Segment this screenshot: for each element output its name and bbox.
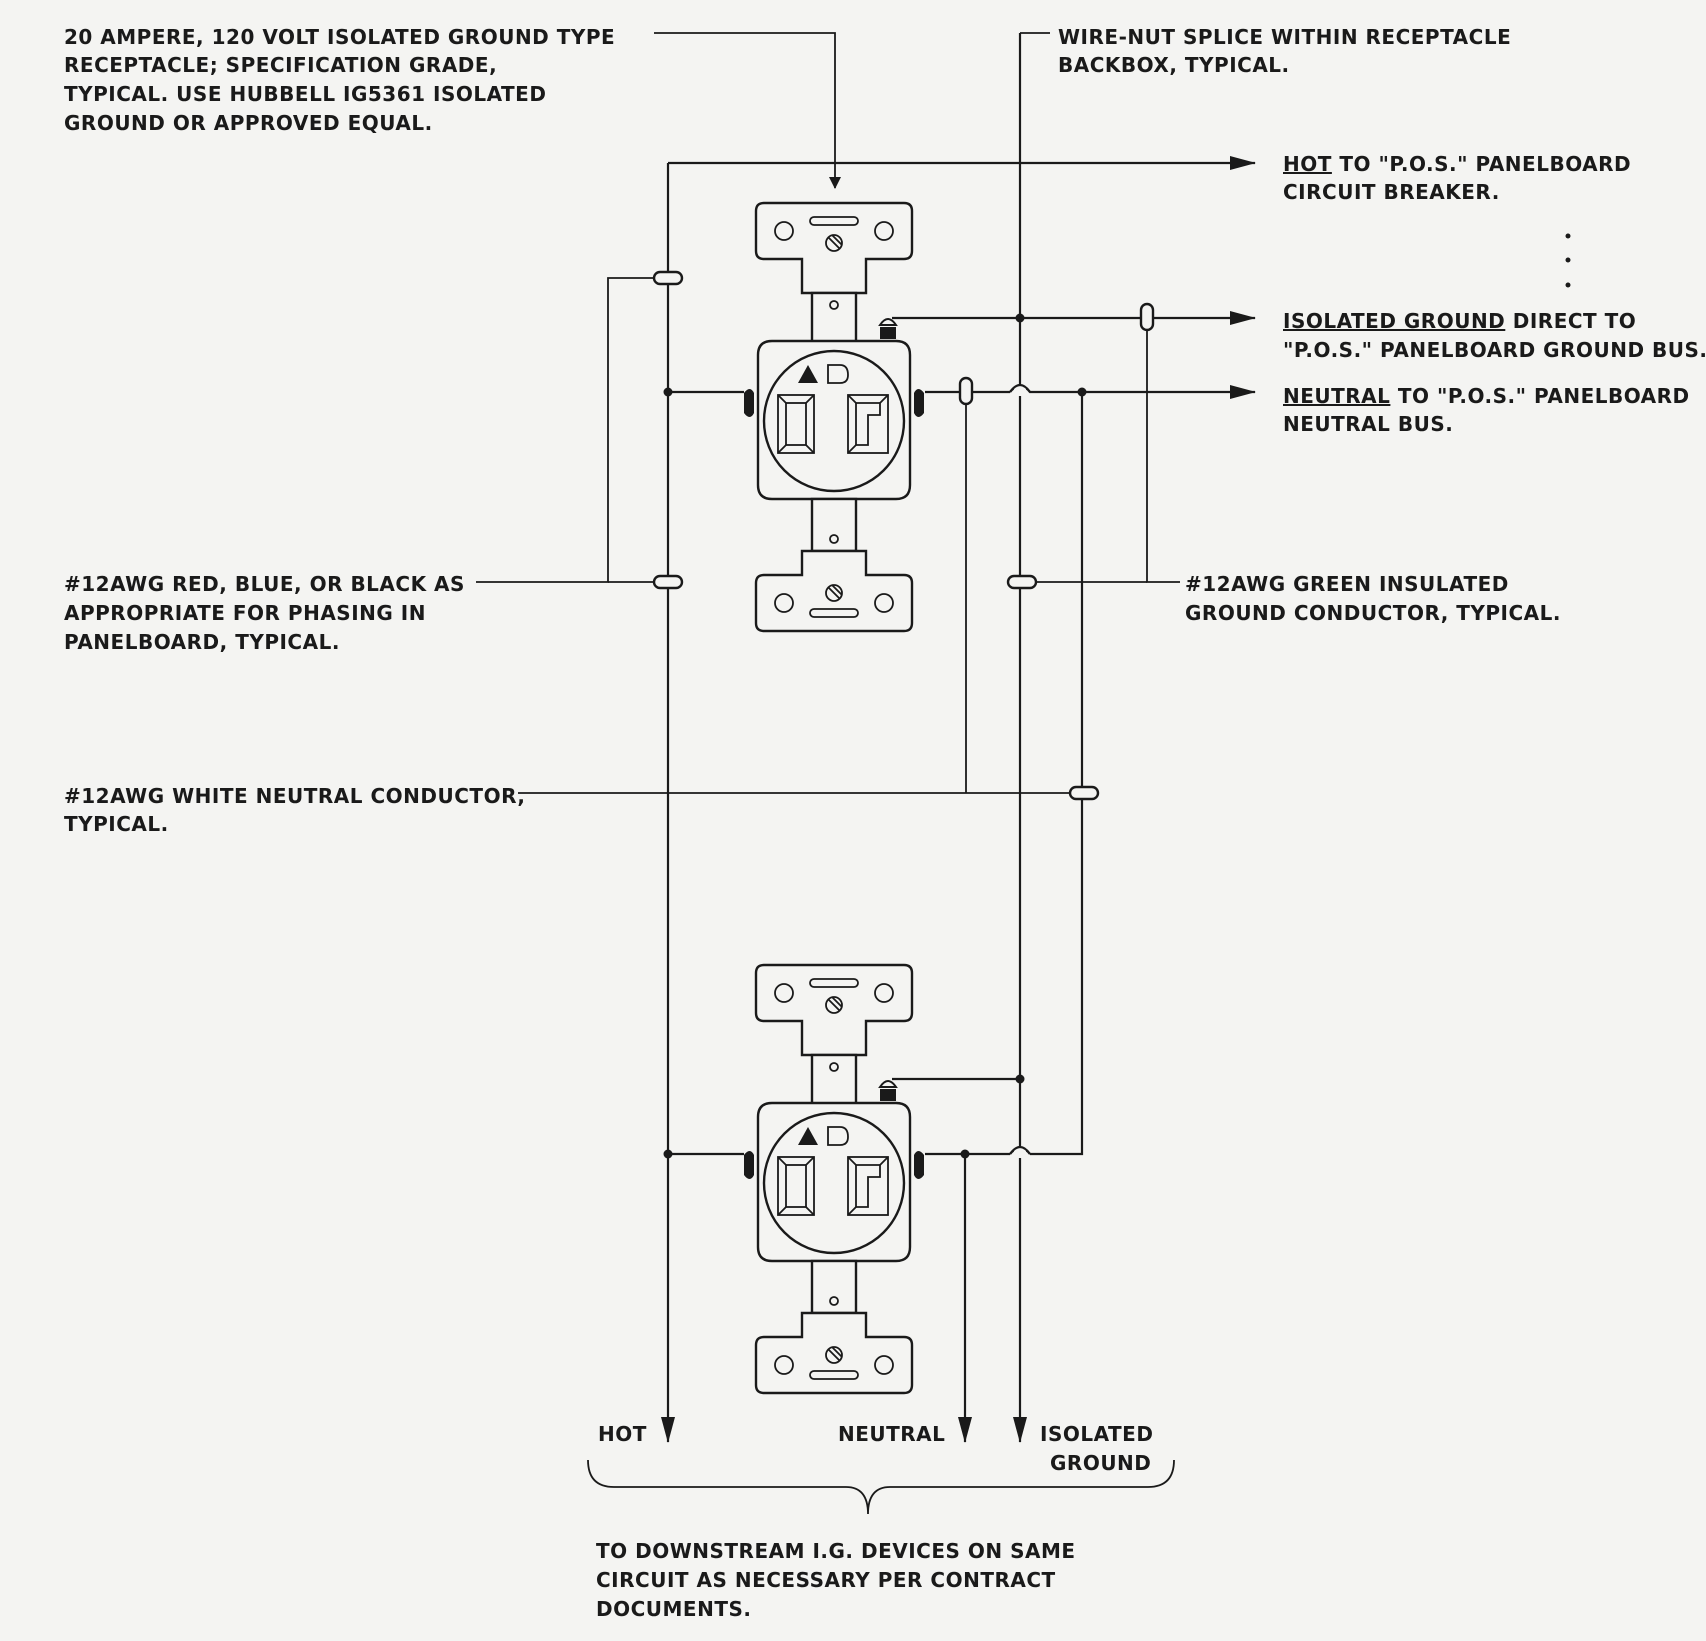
note-splice: WIRE-NUT SPLICE WITHIN RECEPTACLE BACKBO… — [1058, 25, 1511, 77]
svg-text:CIRCUIT AS NECESSARY PER CONTR: CIRCUIT AS NECESSARY PER CONTRACT — [596, 1568, 1056, 1592]
svg-text:TO DOWNSTREAM I.G. DEVICES ON: TO DOWNSTREAM I.G. DEVICES ON SAME — [596, 1539, 1076, 1563]
svg-text:TYPICAL.: TYPICAL. — [64, 812, 169, 836]
svg-text:BACKBOX, TYPICAL.: BACKBOX, TYPICAL. — [1058, 53, 1290, 77]
svg-text:NEUTRAL TO "P.O.S." PANELBOARD: NEUTRAL TO "P.O.S." PANELBOARD — [1283, 384, 1690, 408]
svg-text:#12AWG RED, BLUE, OR BLACK AS: #12AWG RED, BLUE, OR BLACK AS — [64, 572, 465, 596]
svg-text:GROUND CONDUCTOR, TYPICAL.: GROUND CONDUCTOR, TYPICAL. — [1185, 601, 1561, 625]
terminal-labels: HOT NEUTRAL ISOLATED GROUND — [598, 1422, 1153, 1475]
svg-text:#12AWG GREEN INSULATED: #12AWG GREEN INSULATED — [1185, 572, 1509, 596]
note-ground-conductor: #12AWG GREEN INSULATED GROUND CONDUCTOR,… — [1185, 572, 1561, 625]
svg-text:#12AWG WHITE NEUTRAL CONDUCTOR: #12AWG WHITE NEUTRAL CONDUCTOR, — [64, 784, 525, 808]
note-phase-conductor: #12AWG RED, BLUE, OR BLACK AS APPROPRIAT… — [64, 572, 465, 654]
svg-text:APPROPRIATE FOR PHASING IN: APPROPRIATE FOR PHASING IN — [64, 601, 426, 625]
terminal-neutral-label: NEUTRAL — [838, 1422, 945, 1446]
svg-text:DOCUMENTS.: DOCUMENTS. — [596, 1597, 751, 1621]
svg-text:GROUND: GROUND — [1050, 1451, 1151, 1475]
svg-text:TYPICAL. USE HUBBELL IG5361 IS: TYPICAL. USE HUBBELL IG5361 ISOLATED — [64, 82, 546, 106]
downstream-brace — [587, 1459, 1175, 1515]
receptacle-upper — [742, 201, 926, 633]
svg-text:WIRE-NUT SPLICE WITHIN RECEPTA: WIRE-NUT SPLICE WITHIN RECEPTACLE — [1058, 25, 1511, 49]
note-downstream: TO DOWNSTREAM I.G. DEVICES ON SAME CIRCU… — [596, 1539, 1076, 1621]
svg-text:"P.O.S." PANELBOARD GROUND BUS: "P.O.S." PANELBOARD GROUND BUS. — [1283, 338, 1706, 362]
note-hot-to-panel: HOT TO "P.O.S." PANELBOARD CIRCUIT BREAK… — [1283, 152, 1631, 204]
note-receptacle: 20 AMPERE, 120 VOLT ISOLATED GROUND TYPE… — [64, 25, 615, 135]
svg-text:CIRCUIT BREAKER.: CIRCUIT BREAKER. — [1283, 180, 1500, 204]
svg-text:GROUND OR APPROVED EQUAL.: GROUND OR APPROVED EQUAL. — [64, 111, 433, 135]
svg-text:NEUTRAL BUS.: NEUTRAL BUS. — [1283, 412, 1453, 436]
svg-text:PANELBOARD, TYPICAL.: PANELBOARD, TYPICAL. — [64, 630, 340, 654]
note-neutral-conductor: #12AWG WHITE NEUTRAL CONDUCTOR, TYPICAL. — [64, 784, 525, 836]
terminal-hot-label: HOT — [598, 1422, 647, 1446]
svg-text:ISOLATED GROUND DIRECT TO: ISOLATED GROUND DIRECT TO — [1283, 309, 1636, 333]
svg-text:20 AMPERE, 120 VOLT ISOLATED G: 20 AMPERE, 120 VOLT ISOLATED GROUND TYPE — [64, 25, 615, 49]
neutral-conductor — [1030, 392, 1084, 1156]
svg-text:RECEPTACLE; SPECIFICATION GRAD: RECEPTACLE; SPECIFICATION GRADE, — [64, 53, 497, 77]
wiring — [476, 32, 1571, 1515]
note-neutral-to-panel: NEUTRAL TO "P.O.S." PANELBOARD NEUTRAL B… — [1283, 384, 1690, 436]
note-isolated-ground-to-panel: ISOLATED GROUND DIRECT TO "P.O.S." PANEL… — [1283, 309, 1706, 362]
svg-text:HOT TO "P.O.S." PANELBOARD: HOT TO "P.O.S." PANELBOARD — [1283, 152, 1631, 176]
receptacle-lower — [742, 963, 926, 1395]
terminal-ig-label: ISOLATED — [1040, 1422, 1153, 1446]
